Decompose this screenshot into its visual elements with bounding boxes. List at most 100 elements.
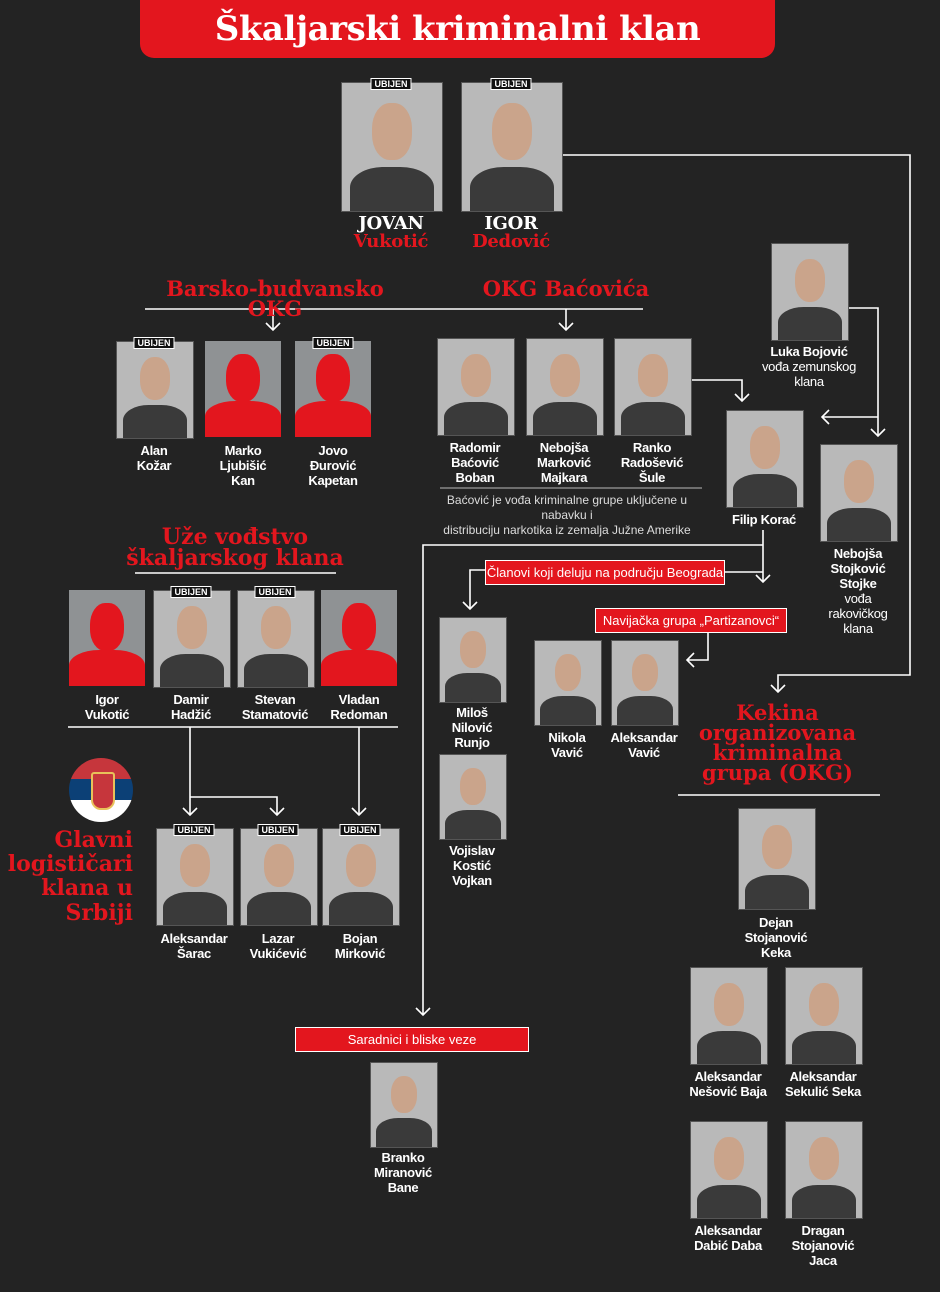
heading-line: Glavni [54,827,133,853]
photo-damir-hadzic [153,590,231,688]
caption-line: vođa [844,591,872,606]
name-line: Sekulić Seka [785,1084,861,1099]
photo-vladan-redoman [321,590,397,686]
head-shape [637,354,669,397]
caption-line: rakovičkog [828,606,888,621]
arrow-down-icon [770,684,786,694]
caption-line: vođa zemunskog [761,359,857,374]
name-line: Miloš [456,705,488,720]
name-line: Runjo [454,735,490,750]
page-title: Škaljarski kriminalni klan [140,0,775,58]
killed-badge: UBIJEN [173,824,215,836]
box-navijacka-grupa: Navijačka grupa „Partizanovci“ [595,608,787,633]
connector [847,307,879,436]
body-shape [69,649,145,686]
photo-aleksandar-vavic [611,640,679,726]
name-line: Aleksandar [694,1223,762,1238]
name-line: Nikola [548,730,586,745]
name-line: Marko [224,443,262,458]
connector [562,154,911,692]
photo-aleksandar-nesovic [690,967,768,1065]
name-line: Mirković [334,946,386,961]
head-shape [263,844,295,887]
body-shape [792,1185,856,1218]
heading-logisticari: Glavni logističari klana u Srbiji [5,828,133,925]
body-shape [123,405,187,438]
body-shape [350,167,434,211]
head-shape [459,768,487,806]
photo-filip-korac [726,410,804,508]
head-shape [713,983,745,1026]
photo-stevan-stamatovic [237,590,315,688]
caption-line: klana [794,374,824,389]
arrow-down-icon [351,807,367,817]
name-line: Šule [638,470,666,485]
photo-jovo-durovic [295,341,371,437]
heading-line: Uže vođstvo [161,524,309,550]
arrow-down-icon [755,574,771,584]
head-shape [761,825,793,869]
name-line: Vukićević [249,946,307,961]
body-shape [163,892,227,925]
name-line: Luka Bojović [770,344,848,359]
arrow-left-icon [685,652,695,668]
name-line: Majkara [540,470,588,485]
body-shape [444,402,508,435]
name-line: Kan [231,473,255,488]
name-line: Šarac [177,946,211,961]
heading-uze-vodstvo: Uže vođstvo škaljarskog klana [120,524,350,569]
photo-igor-dedovic [461,82,563,212]
arrow-down-icon [558,322,574,332]
body-shape [617,696,673,725]
head-shape [260,606,292,649]
name-line: Lazar [261,931,295,946]
body-shape [792,1031,856,1064]
connector [469,569,485,609]
head-shape [549,354,581,397]
arrow-down-icon [415,1007,431,1017]
killed-badge: UBIJEN [312,337,354,349]
photo-dragan-stojanovic [785,1121,863,1219]
arrow-down-icon [265,322,281,332]
body-shape [445,673,501,702]
heading-line: kriminalna [712,739,843,765]
name-line: Vojkan [452,873,492,888]
name-line: JOVAN [358,213,424,234]
head-shape [342,603,376,652]
name-line: Dejan [759,915,793,930]
name-line: Filip Korać [732,512,796,527]
photo-alan-kozar [116,341,194,439]
head-shape [554,654,582,692]
name-line: Kostić [453,858,491,873]
head-shape [808,1137,840,1180]
photo-marko-ljubisic [205,341,281,437]
name-line: Igor [95,692,119,707]
photo-vojislav-kostic [439,754,507,840]
head-shape [843,460,875,503]
head-shape [459,631,487,669]
killed-badge: UBIJEN [170,586,212,598]
name-line: Baćović [451,455,499,470]
arrow-down-icon [870,428,886,438]
name-line: Bojan [342,931,378,946]
name-line: Jovo [318,443,348,458]
name-line: Vladan [338,692,380,707]
name-line: Jaca [809,1253,837,1268]
body-shape [329,892,393,925]
photo-nebojsa-stojkovic [820,444,898,542]
name-line: Radošević [620,455,684,470]
photo-aleksandar-dabic [690,1121,768,1219]
photo-jovan-vukotic [341,82,443,212]
